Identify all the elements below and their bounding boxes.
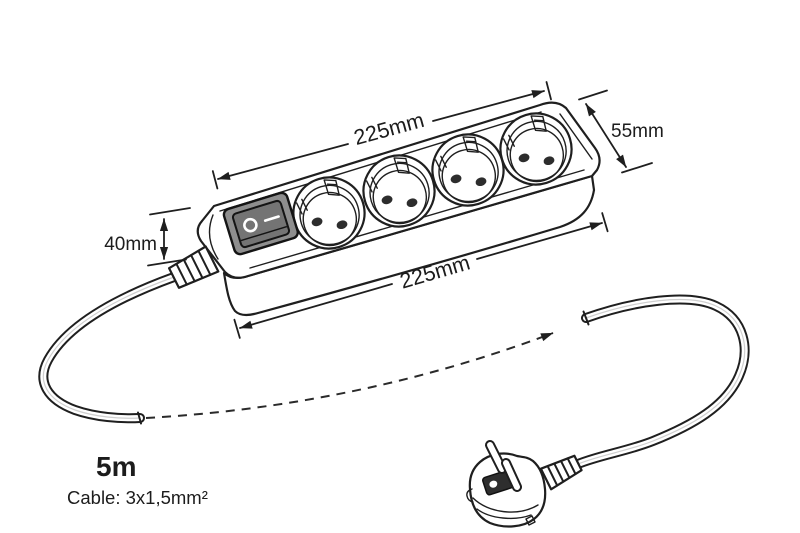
plug-earth-notch [466, 488, 474, 503]
cable-outline [38, 272, 179, 424]
cable-right [573, 294, 750, 469]
dimension-side-depth: 55mm [578, 89, 664, 174]
plug-strain-relief-rib [566, 457, 577, 475]
dimension-arrow-line [240, 223, 602, 328]
cable-cut-end [582, 310, 590, 326]
cable-body [40, 274, 177, 422]
plug-body-seam [472, 497, 539, 513]
cable-length-label: 5m [96, 451, 136, 482]
cable-highlight [42, 276, 175, 419]
plug-earth-notch [525, 515, 536, 526]
extension-tick [578, 89, 608, 101]
dimension-arrow-line [218, 91, 544, 179]
cable-length-dashed-arrow [145, 332, 554, 419]
extension-tick [233, 318, 241, 339]
plug-pin-1 [487, 442, 505, 472]
extension-tick [545, 81, 552, 101]
dimension-label-end-height: 40mm [104, 234, 157, 255]
plug-body-seam [476, 508, 532, 520]
dimension-label-side-depth: 55mm [611, 121, 664, 142]
dimension-arrow-line [585, 103, 627, 168]
cable-highlight [577, 298, 746, 465]
extension-tick [601, 212, 609, 233]
strain-relief-rib [197, 249, 212, 276]
plug-pins [485, 440, 522, 492]
cable-cut-end [137, 411, 142, 425]
dimension-end-height: 40mm [104, 207, 191, 267]
strip-left-cap-groove [208, 214, 219, 260]
strain-relief-rib [182, 258, 196, 283]
cable-left [38, 272, 179, 425]
cable-spec-label: Cable: 3x1,5mm² [67, 487, 208, 508]
plug-strain-relief-rib [560, 460, 571, 479]
strain-relief-rib [190, 254, 204, 279]
extension-tick [211, 170, 219, 190]
plug-strain-relief-rib [546, 465, 559, 487]
cable-body [575, 296, 748, 467]
plug-slot-detail [489, 480, 498, 488]
extension-tick [149, 207, 191, 216]
strain-relief-rib [175, 262, 188, 286]
extension-tick [147, 258, 187, 267]
plug-strain-relief-rib [553, 462, 565, 483]
plug-pin-2 [503, 460, 520, 490]
plug [466, 440, 583, 528]
extension-tick [621, 162, 653, 174]
